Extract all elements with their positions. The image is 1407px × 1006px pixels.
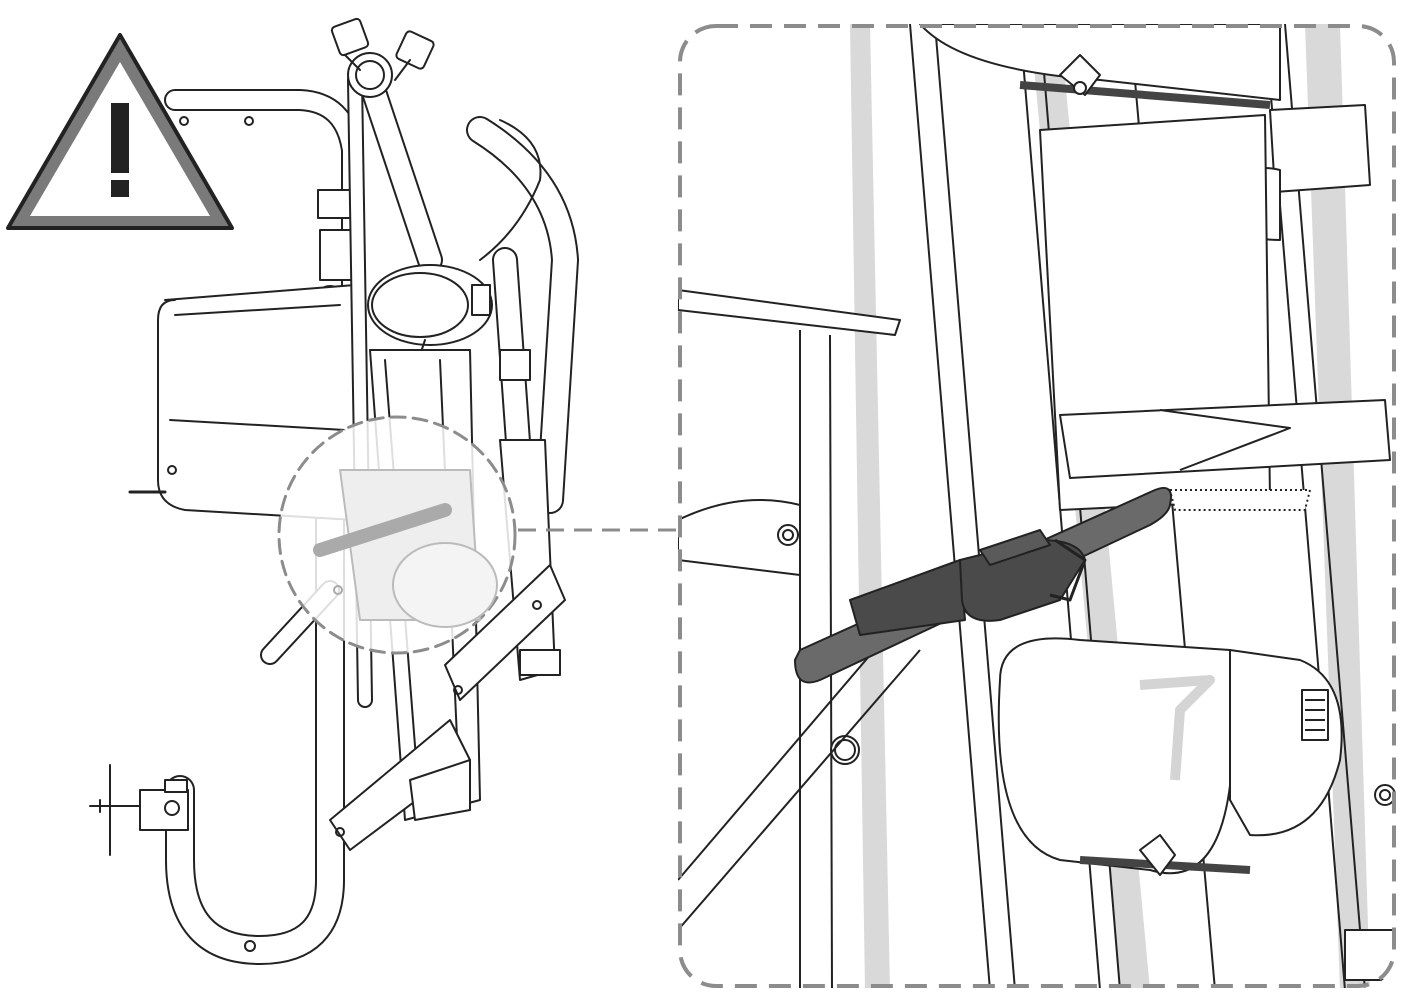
detail-strap <box>794 486 1172 684</box>
detail-view <box>678 24 1396 988</box>
bike-rack-overview <box>89 17 579 965</box>
detail-wedge-bar <box>1059 399 1391 479</box>
strap-buckle <box>959 529 1087 622</box>
detail-plate <box>678 289 1396 988</box>
detail-frame <box>678 24 1396 988</box>
detail-wheel-cradle-lower <box>997 637 1396 876</box>
tow-ball-clamp <box>139 789 189 831</box>
detail-wheel-cradle-top <box>919 24 1281 109</box>
lower-crossbars <box>329 564 566 851</box>
detail-ratchet-teeth <box>1169 489 1311 511</box>
main-hook-arm <box>89 285 345 965</box>
magnifier-circle <box>277 415 517 655</box>
top-knobs <box>330 17 435 81</box>
right-post <box>492 247 533 483</box>
warning-triangle-icon <box>6 33 234 230</box>
curved-frame-arm <box>466 116 579 514</box>
wheel-cradle-upper <box>367 264 493 356</box>
exclamation-mark <box>111 103 129 197</box>
